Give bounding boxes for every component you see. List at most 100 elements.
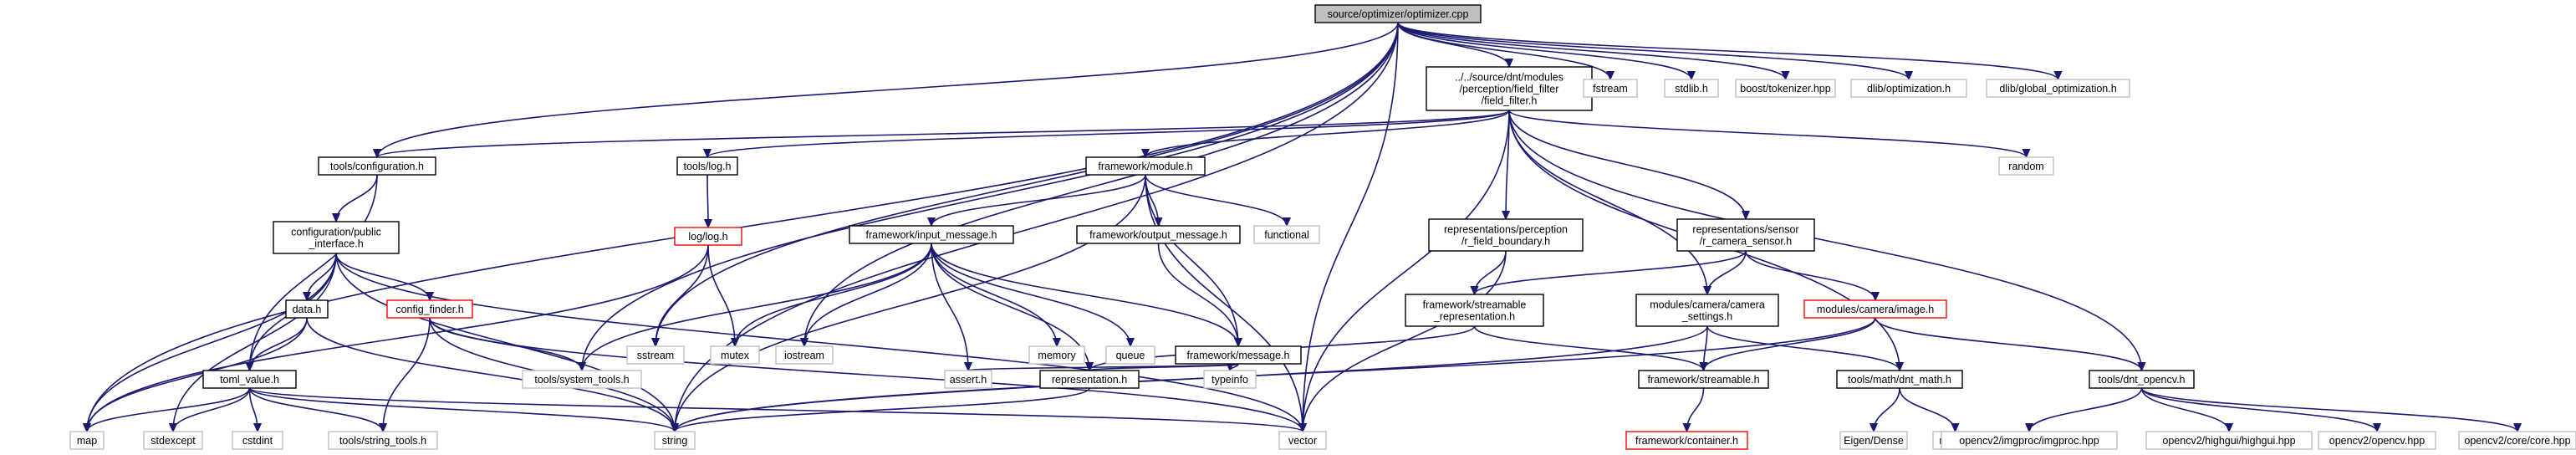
node-box bbox=[654, 431, 696, 450]
node-assert-h[interactable]: assert.h bbox=[944, 370, 992, 389]
node-fw-streamable[interactable]: framework/streamable.h bbox=[1638, 370, 1769, 389]
node-string-tools[interactable]: tools/string_tools.h bbox=[328, 431, 438, 450]
edge-field_filter-to-vector bbox=[1303, 110, 1510, 432]
edge-optimizer_cpp-to-tokenizer bbox=[1397, 22, 1786, 79]
node-vector[interactable]: vector bbox=[1278, 431, 1327, 450]
edge-fw_module-to-string bbox=[675, 174, 1146, 432]
node-label: opencv2/imgproc/imgproc.hpp bbox=[1959, 435, 2099, 447]
node-label: configuration/public bbox=[291, 227, 381, 238]
edge-optimizer_cpp-to-tools_system bbox=[582, 22, 1399, 371]
node-config-public[interactable]: configuration/public_interface.h bbox=[273, 221, 400, 254]
node-label: config_finder.h bbox=[395, 304, 463, 315]
node-field-filter[interactable]: ../../source/dnt/modules/perception/fiel… bbox=[1426, 66, 1593, 111]
edge-optimizer_cpp-to-vector bbox=[1303, 22, 1399, 432]
node-box bbox=[386, 299, 473, 319]
node-box bbox=[944, 370, 992, 389]
node-map[interactable]: map bbox=[69, 431, 105, 450]
edge-optimizer_cpp-to-dlib_opt bbox=[1397, 22, 1909, 79]
node-mutex[interactable]: mutex bbox=[710, 345, 760, 365]
node-dnt-math[interactable]: tools/math/dnt_math.h bbox=[1836, 370, 1963, 389]
node-fw-container[interactable]: framework/container.h bbox=[1625, 431, 1748, 450]
node-string[interactable]: string bbox=[654, 431, 696, 450]
edge-toml_value-to-vector bbox=[248, 387, 1303, 432]
node-tools-log[interactable]: tools/log.h bbox=[676, 156, 738, 176]
node-box bbox=[2318, 431, 2436, 450]
edge-log_log-to-mutex bbox=[707, 244, 735, 346]
edge-toml_value-to-string_tools bbox=[248, 387, 384, 432]
node-dlib-opt[interactable]: dlib/optimization.h bbox=[1850, 79, 1967, 98]
node-fw-module[interactable]: framework/module.h bbox=[1085, 156, 1206, 176]
node-box bbox=[1076, 225, 1241, 244]
edge-optimizer_cpp-to-iostream bbox=[804, 22, 1399, 346]
node-queue[interactable]: queue bbox=[1105, 345, 1155, 365]
node-data-h[interactable]: data.h bbox=[285, 299, 329, 319]
node-label: fstream bbox=[1593, 83, 1628, 95]
node-box bbox=[1638, 370, 1769, 389]
node-label: stdexcept bbox=[150, 435, 196, 447]
node-fw-input[interactable]: framework/input_message.h bbox=[849, 225, 1014, 244]
node-tools-system[interactable]: tools/system_tools.h bbox=[522, 370, 642, 389]
node-label: modules/camera/camera bbox=[1650, 299, 1765, 311]
node-cstdint[interactable]: cstdint bbox=[232, 431, 283, 450]
edge-config_public-to-stdexcept bbox=[173, 253, 337, 432]
node-box bbox=[69, 431, 105, 450]
node-optimizer-cpp[interactable]: source/optimizer/optimizer.cpp bbox=[1314, 4, 1482, 23]
node-label: cstdint bbox=[242, 435, 273, 447]
node-label: tools/system_tools.h bbox=[534, 374, 629, 386]
node-box bbox=[1175, 345, 1302, 365]
node-dnt-opencv[interactable]: tools/dnt_opencv.h bbox=[2089, 370, 2195, 389]
node-label: framework/streamable bbox=[1423, 299, 1527, 311]
node-label: dlib/optimization.h bbox=[1867, 83, 1951, 95]
node-toml-value[interactable]: toml_value.h bbox=[202, 370, 297, 389]
edge-fw_module-to-vector bbox=[1145, 174, 1303, 432]
node-random[interactable]: random bbox=[1998, 156, 2054, 176]
node-config-finder[interactable]: config_finder.h bbox=[386, 299, 473, 319]
node-box bbox=[626, 345, 685, 365]
node-fstream[interactable]: fstream bbox=[1583, 79, 1638, 98]
node-cv-imgproc[interactable]: opencv2/imgproc/imgproc.hpp bbox=[1941, 431, 2118, 450]
node-box bbox=[1836, 370, 1963, 389]
node-stdexcept[interactable]: stdexcept bbox=[143, 431, 203, 450]
node-cam-settings[interactable]: modules/camera/camera_settings.h bbox=[1635, 294, 1779, 327]
node-label: map bbox=[77, 435, 97, 447]
dependency-edges bbox=[87, 22, 2517, 432]
node-box bbox=[522, 370, 642, 389]
node-stdlib[interactable]: stdlib.h bbox=[1664, 79, 1719, 98]
node-rep-field-boundary[interactable]: representations/perception/r_field_bound… bbox=[1428, 218, 1584, 252]
node-typeinfo[interactable]: typeinfo bbox=[1203, 370, 1257, 389]
node-representation[interactable]: representation.h bbox=[1039, 370, 1140, 389]
node-functional[interactable]: functional bbox=[1253, 225, 1320, 244]
node-box bbox=[1676, 218, 1815, 252]
node-cv-highgui[interactable]: opencv2/highgui/highgui.hpp bbox=[2145, 431, 2313, 450]
node-rep-camera-sensor[interactable]: representations/sensor/r_camera_sensor.h bbox=[1676, 218, 1815, 252]
node-box bbox=[318, 156, 436, 176]
edge-cam_image-to-fw_streamable bbox=[1704, 317, 1876, 371]
node-dlib-global[interactable]: dlib/global_optimization.h bbox=[1986, 79, 2130, 98]
node-eigen[interactable]: Eigen/Dense bbox=[1839, 431, 1908, 450]
node-box bbox=[1426, 66, 1593, 111]
node-label: sstream bbox=[637, 350, 674, 361]
node-fw-streamable-rep[interactable]: framework/streamable_representation.h bbox=[1405, 294, 1544, 327]
node-cam-image[interactable]: modules/camera/image.h bbox=[1803, 299, 1947, 319]
node-sstream[interactable]: sstream bbox=[626, 345, 685, 365]
edge-fw_module-to-fw_message bbox=[1145, 174, 1238, 346]
node-log-log[interactable]: log/log.h bbox=[674, 227, 742, 246]
node-iostream[interactable]: iostream bbox=[775, 345, 834, 365]
edge-toml_value-to-cstdint bbox=[248, 387, 258, 432]
node-cv-core[interactable]: opencv2/core/core.hpp bbox=[2458, 431, 2576, 450]
edge-fw_input-to-queue bbox=[931, 243, 1130, 346]
node-box bbox=[1253, 225, 1320, 244]
node-fw-message[interactable]: framework/message.h bbox=[1175, 345, 1302, 365]
edge-cam_settings-to-dnt_math bbox=[1706, 325, 1900, 371]
node-fw-output[interactable]: framework/output_message.h bbox=[1076, 225, 1241, 244]
node-box bbox=[849, 225, 1014, 244]
node-cv-opencv[interactable]: opencv2/opencv.hpp bbox=[2318, 431, 2436, 450]
node-tokenizer[interactable]: boost/tokenizer.hpp bbox=[1735, 79, 1836, 98]
node-label: /r_camera_sensor.h bbox=[1700, 236, 1793, 248]
edge-fw_message-to-typeinfo bbox=[1230, 364, 1239, 371]
node-label: dlib/global_optimization.h bbox=[1999, 83, 2116, 95]
edge-field_filter-to-fw_module bbox=[1145, 110, 1510, 157]
node-tools-config[interactable]: tools/configuration.h bbox=[318, 156, 436, 176]
edge-rep_camera_sensor-to-cam_image bbox=[1745, 250, 1875, 300]
node-memory[interactable]: memory bbox=[1028, 345, 1085, 365]
